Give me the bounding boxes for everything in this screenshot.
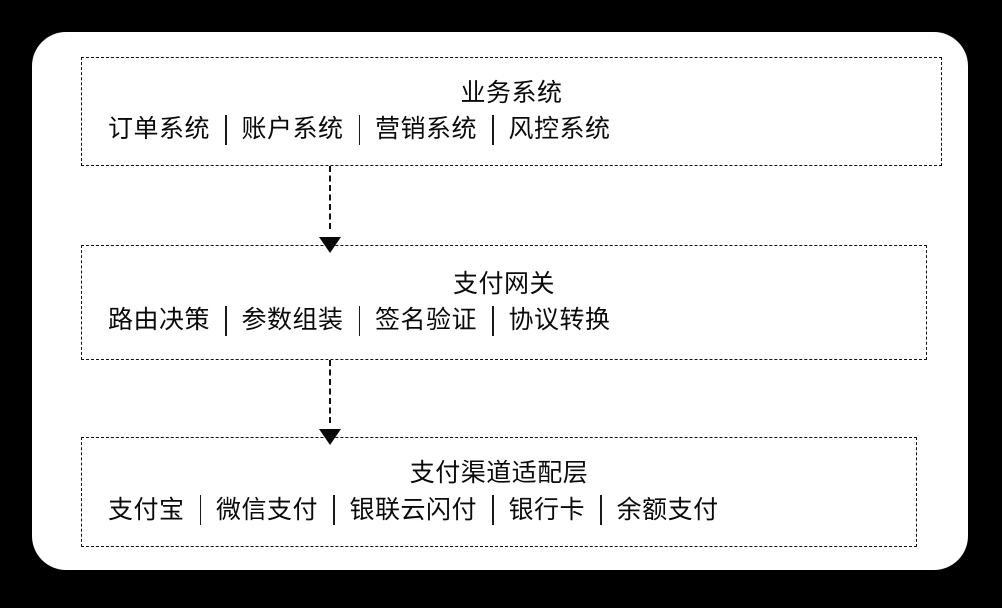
layer-box-payment-gateway[interactable]: 支付网关 路由决策 参数组装 签名验证 协议转换 [81,245,927,360]
connector-gateway-to-channel [329,360,331,423]
layer-item[interactable]: 参数组装 [241,306,344,334]
item-separator-icon [492,495,494,526]
layer-item[interactable]: 签名验证 [375,306,478,334]
item-separator-icon [225,114,227,145]
connector-business-to-gateway [329,166,331,229]
layer-item[interactable]: 支付宝 [108,495,185,524]
item-separator-icon [358,305,361,336]
item-separator-icon [358,114,361,145]
item-separator-icon [492,114,494,145]
item-separator-icon [333,495,335,526]
item-separator-icon [199,495,202,526]
layer-item[interactable]: 余额支付 [616,495,719,524]
layer-item[interactable]: 账户系统 [241,115,344,143]
layer-item[interactable]: 银行卡 [508,495,586,524]
layer-items-business-system: 订单系统 账户系统 营销系统 风控系统 [82,114,941,145]
layer-item[interactable]: 订单系统 [108,115,211,143]
layer-item[interactable]: 微信支付 [216,495,319,524]
layer-item[interactable]: 银联云闪付 [349,495,478,524]
item-separator-icon [492,305,494,336]
layer-title-payment-gateway: 支付网关 [452,269,555,298]
layer-content-payment-gateway: 支付网关 路由决策 参数组装 签名验证 协议转换 [82,246,926,359]
layer-title-business-system: 业务系统 [460,78,563,107]
layer-box-business-system[interactable]: 业务系统 订单系统 账户系统 营销系统 风控系统 [81,57,942,166]
layer-item[interactable]: 营销系统 [375,115,478,143]
layer-title-payment-channel-adapter: 支付渠道适配层 [409,459,589,488]
layer-items-payment-channel-adapter: 支付宝 微信支付 银联云闪付 银行卡 余额支付 [82,495,916,526]
layer-items-payment-gateway: 路由决策 参数组装 签名验证 协议转换 [82,305,926,336]
item-separator-icon [600,495,602,526]
layer-box-payment-channel-adapter[interactable]: 支付渠道适配层 支付宝 微信支付 银联云闪付 银行卡 余额支付 [81,437,917,547]
diagram-card: 业务系统 订单系统 账户系统 营销系统 风控系统 支付网关 路由决策 [32,32,968,570]
layer-item[interactable]: 路由决策 [108,306,211,334]
item-separator-icon [225,305,227,336]
layer-item[interactable]: 协议转换 [508,306,611,334]
layer-content-payment-channel-adapter: 支付渠道适配层 支付宝 微信支付 银联云闪付 银行卡 余额支付 [82,438,916,546]
layer-content-business-system: 业务系统 订单系统 账户系统 营销系统 风控系统 [82,58,941,165]
layer-item[interactable]: 风控系统 [508,115,611,143]
